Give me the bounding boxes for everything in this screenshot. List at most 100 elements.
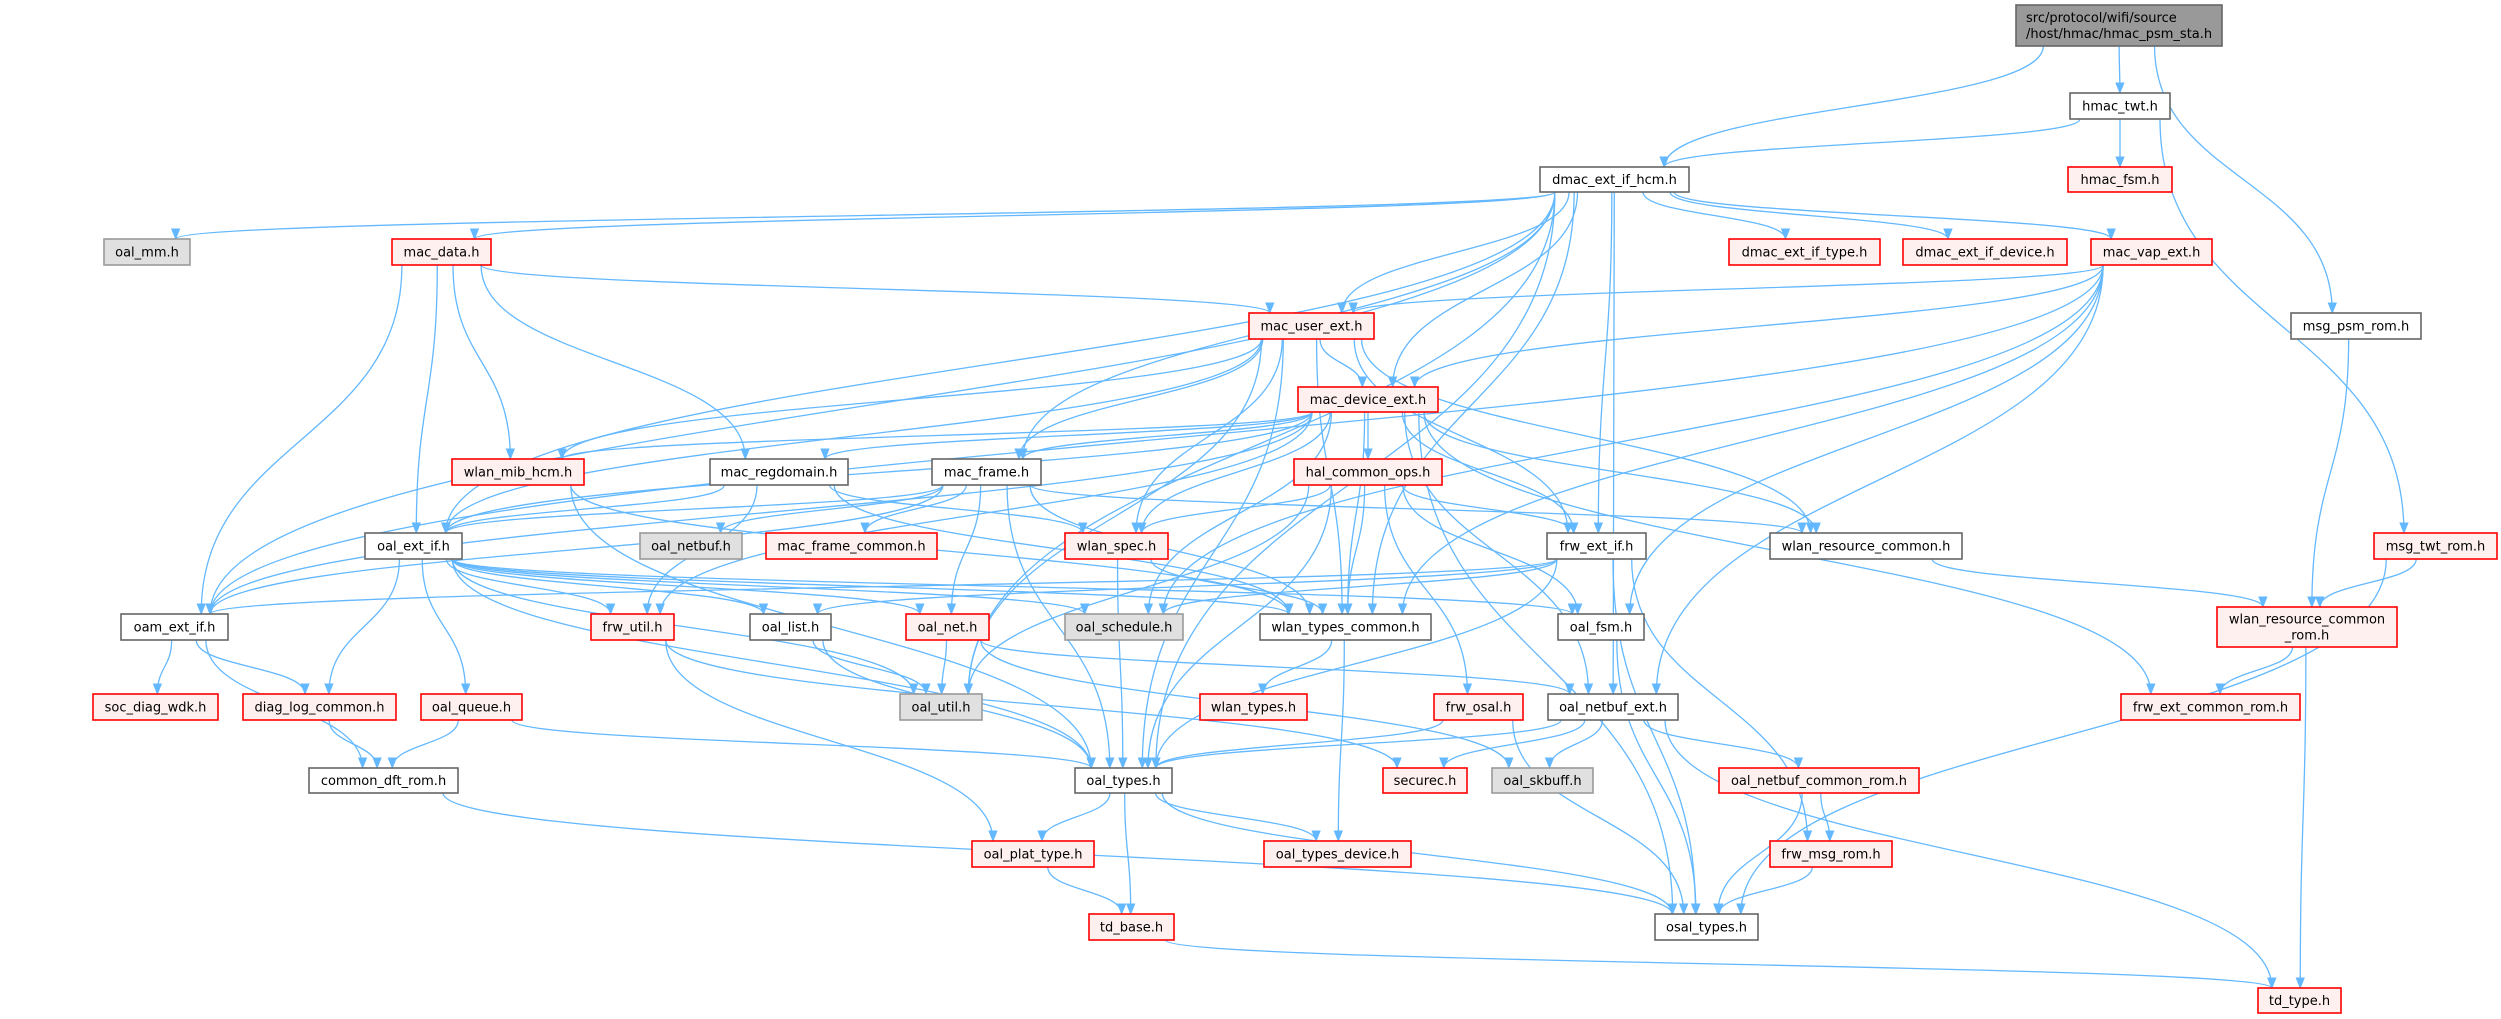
node-oal-net[interactable]: oal_net.h	[905, 613, 990, 641]
node-label: oam_ext_if.h	[134, 621, 216, 636]
node-box	[1259, 613, 1432, 641]
edge-dmac_ext_if_hcm-to-wlan_types_common	[1367, 191, 1575, 616]
node-label: wlan_types.h	[1211, 701, 1296, 716]
node-box	[1074, 767, 1173, 794]
node-box	[1491, 767, 1594, 794]
node-msg-psm-rom[interactable]: msg_psm_rom.h	[2290, 312, 2422, 340]
node-mac-user-ext[interactable]: mac_user_ext.h	[1248, 312, 1375, 340]
node-wlan-resource-common[interactable]: wlan_resource_common.h	[1769, 532, 1963, 560]
node-label: oal_queue.h	[432, 701, 511, 716]
node-securec[interactable]: securec.h	[1382, 767, 1468, 794]
node-frw-ext-if[interactable]: frw_ext_if.h	[1546, 532, 1647, 560]
node-dmac-ext-if-hcm[interactable]: dmac_ext_if_hcm.h	[1539, 166, 1690, 193]
node-oal-types[interactable]: oal_types.h	[1074, 767, 1173, 794]
node-label: wlan_resource_common	[2229, 613, 2385, 628]
node-frw-ext-common-rom[interactable]: frw_ext_common_rom.h	[2120, 693, 2301, 721]
node-hmac-fsm[interactable]: hmac_fsm.h	[2067, 166, 2173, 193]
node-mac-data[interactable]: mac_data.h	[391, 238, 492, 266]
edge-dmac_ext_if_hcm-to-oam_ext_if	[205, 191, 1556, 616]
node-td-base[interactable]: td_base.h	[1088, 913, 1175, 941]
node-hmac-twt[interactable]: hmac_twt.h	[2069, 92, 2171, 120]
node-diag-log-common[interactable]: diag_log_common.h	[242, 693, 397, 721]
node-oal-schedule[interactable]: oal_schedule.h	[1064, 613, 1184, 641]
node-box	[120, 613, 229, 641]
node-label: frw_ext_if.h	[1560, 540, 1634, 555]
edge-mac_user_ext-to-oal_ext_if	[441, 338, 1263, 535]
node-common-dft-rom[interactable]: common_dft_rom.h	[308, 767, 459, 794]
node-mac-regdomain[interactable]: mac_regdomain.h	[709, 458, 849, 486]
node-wlan-spec[interactable]: wlan_spec.h	[1064, 532, 1169, 560]
node-label: mac_device_ext.h	[1310, 393, 1426, 408]
edge-frw_util-to-oal_plat_type	[665, 639, 998, 843]
node-box	[1539, 166, 1690, 193]
node-label: dmac_ext_if_type.h	[1742, 246, 1868, 261]
node-oal-list[interactable]: oal_list.h	[749, 613, 832, 641]
node-oal-fsm[interactable]: oal_fsm.h	[1557, 613, 1645, 641]
node-box	[92, 693, 219, 721]
node-oal-util[interactable]: oal_util.h	[899, 693, 983, 721]
node-mac-vap-ext[interactable]: mac_vap_ext.h	[2090, 238, 2213, 266]
node-oal-skbuff[interactable]: oal_skbuff.h	[1491, 767, 1594, 794]
node-oal-netbuf-common-rom[interactable]: oal_netbuf_common_rom.h	[1718, 767, 1920, 794]
node-frw-msg-rom[interactable]: frw_msg_rom.h	[1769, 840, 1893, 868]
node-mac-device-ext[interactable]: mac_device_ext.h	[1297, 386, 1439, 413]
node-wlan-mib-hcm[interactable]: wlan_mib_hcm.h	[451, 458, 585, 486]
edge-oal_net-to-oal_netbuf_ext	[980, 639, 1575, 696]
node-label: oal_netbuf.h	[651, 540, 731, 555]
node-label: diag_log_common.h	[255, 701, 385, 716]
node-soc-diag-wdk[interactable]: soc_diag_wdk.h	[92, 693, 219, 721]
edge-mac_data-to-mac_user_ext	[480, 264, 1275, 315]
edge-wlan_types_common-to-wlan_types	[1258, 639, 1333, 696]
node-root[interactable]: src/protocol/wifi/source/host/hmac/hmac_…	[2015, 4, 2223, 47]
edge-mac_frame-to-oal_ext_if	[441, 484, 944, 535]
node-box	[2290, 312, 2422, 340]
node-oal-plat-type[interactable]: oal_plat_type.h	[971, 840, 1095, 868]
node-td-type[interactable]: td_type.h	[2257, 987, 2342, 1014]
node-frw-util[interactable]: frw_util.h	[590, 613, 675, 641]
node-frw-osal[interactable]: frw_osal.h	[1433, 693, 1524, 721]
node-label: hmac_fsm.h	[2081, 173, 2160, 188]
edge-wlan_resource_common-to-wlan_resource_common_rom	[1931, 558, 2268, 609]
node-dmac-ext-if-device[interactable]: dmac_ext_if_device.h	[1902, 238, 2068, 266]
node-oal-netbuf[interactable]: oal_netbuf.h	[639, 532, 743, 560]
node-oal-queue[interactable]: oal_queue.h	[420, 693, 523, 721]
node-wlan-types-common[interactable]: wlan_types_common.h	[1259, 613, 1432, 641]
edge-mac_device_ext-to-wlan_mib_hcm	[557, 411, 1313, 461]
node-wlan-resource-common-rom[interactable]: wlan_resource_common_rom.h	[2216, 606, 2398, 648]
node-mac-frame-common[interactable]: mac_frame_common.h	[765, 532, 938, 560]
edge-mac_device_ext-to-oal_schedule	[1143, 411, 1333, 616]
node-oal-types-device[interactable]: oal_types_device.h	[1263, 840, 1412, 868]
edge-mac_device_ext-to-mac_regdomain	[820, 411, 1313, 461]
node-label: mac_frame.h	[944, 466, 1029, 481]
node-wlan-types[interactable]: wlan_types.h	[1199, 693, 1308, 721]
edge-oal_net-to-oal_util	[936, 639, 948, 696]
node-label: mac_frame_common.h	[777, 540, 925, 555]
node-msg-twt-rom[interactable]: msg_twt_rom.h	[2373, 532, 2498, 560]
edge-mac_vap_ext-to-mac_user_ext	[1348, 264, 2104, 315]
node-box	[451, 458, 585, 486]
edge-mac_device_ext-to-oal_ext_if	[441, 411, 1313, 535]
edge-oal_ext_if-to-oal_util	[451, 558, 919, 696]
node-label: hal_common_ops.h	[1306, 466, 1431, 481]
edge-mac_regdomain-to-oal_ext_if	[441, 484, 725, 535]
node-box	[1382, 767, 1468, 794]
edge-wlan_spec-to-oal_types	[1116, 558, 1128, 770]
edge-hal_common_ops-to-oal_fsm	[1402, 484, 1583, 616]
node-box	[1297, 386, 1439, 413]
node-label: dmac_ext_if_device.h	[1915, 246, 2054, 261]
node-oal-ext-if[interactable]: oal_ext_if.h	[364, 532, 463, 560]
nodes-layer: src/protocol/wifi/source/host/hmac/hmac_…	[92, 4, 2498, 1014]
node-label: wlan_mib_hcm.h	[464, 466, 572, 481]
edge-oal_ext_if-to-oal_net	[451, 558, 925, 616]
edge-mac_device_ext-to-osal_types	[1418, 411, 1678, 916]
node-dmac-ext-if-type[interactable]: dmac_ext_if_type.h	[1728, 238, 1881, 266]
edge-oam_ext_if-to-soc_diag_wdk	[152, 639, 173, 696]
node-oam-ext-if[interactable]: oam_ext_if.h	[120, 613, 229, 641]
edge-td_base-to-td_type	[1164, 939, 2277, 990]
node-oal-netbuf-ext[interactable]: oal_netbuf_ext.h	[1547, 693, 1679, 721]
node-mac-frame[interactable]: mac_frame.h	[931, 458, 1042, 486]
node-hal-common-ops[interactable]: hal_common_ops.h	[1293, 458, 1443, 486]
node-oal-mm[interactable]: oal_mm.h	[103, 238, 191, 266]
node-osal-types[interactable]: osal_types.h	[1654, 913, 1759, 941]
node-box	[1293, 458, 1443, 486]
